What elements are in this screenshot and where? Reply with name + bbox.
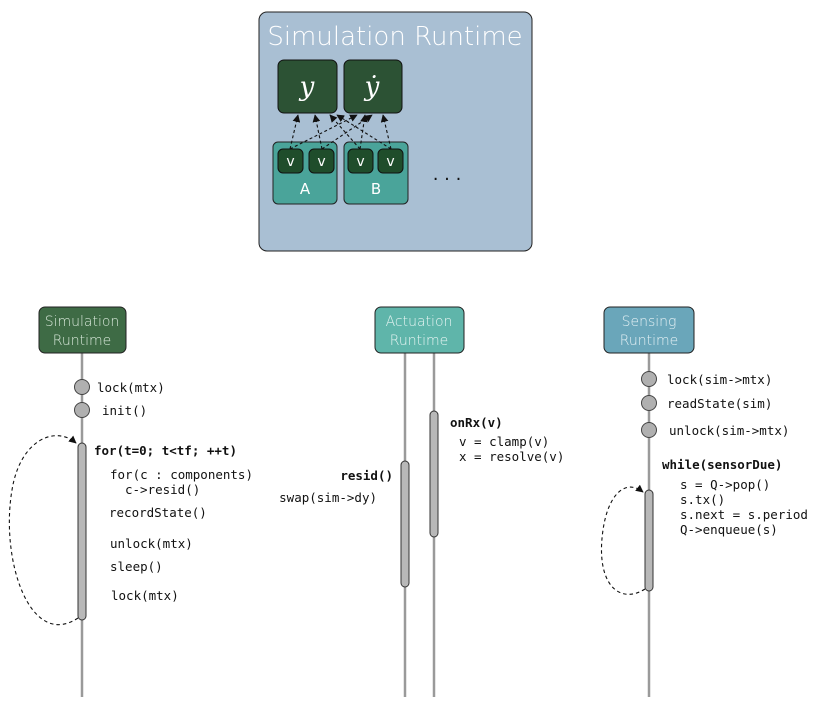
state-y-label: y	[299, 72, 315, 102]
sensing-runtime-header: Sensing Runtime	[603, 306, 695, 354]
sense-read-node	[641, 395, 657, 411]
sim-body-line-6: lock(mtx)	[111, 588, 179, 603]
simulation-header-line-2: Runtime	[53, 333, 111, 349]
sensing-header-line-2: Runtime	[620, 333, 678, 349]
sim-body-line-4: unlock(mtx)	[110, 536, 193, 551]
component-a-box: v v A	[272, 141, 338, 205]
component-b-box: v v B	[343, 141, 409, 205]
sim-body-line-1: for(c : components)	[110, 467, 253, 482]
resid-body-line-1: swap(sim->dy)	[279, 490, 377, 505]
sense-lock-node	[641, 371, 657, 387]
sense-body-line-4: Q->enqueue(s)	[680, 522, 778, 537]
sense-unlock-label: unlock(sim->mtx)	[669, 423, 789, 438]
more-components-ellipsis: . . .	[433, 164, 462, 185]
state-y-box: y	[277, 59, 338, 114]
var-to-state-arrows	[289, 114, 392, 150]
sim-body-line-2: c->resid()	[125, 482, 200, 497]
sim-init-node	[74, 402, 90, 418]
simulation-runtime-panel: Simulation Runtime y ẏ v v A v v B	[258, 11, 533, 252]
component-b-label: B	[371, 180, 381, 198]
sense-loop-header: while(sensorDue)	[662, 457, 782, 472]
sim-loop-arrow	[8, 435, 79, 626]
sense-loop-arrow	[601, 484, 646, 595]
sense-unlock-node	[641, 422, 657, 438]
sensing-header-line-1: Sensing	[622, 314, 677, 330]
component-a-var-1-label: v	[286, 154, 294, 170]
component-a-var-2-label: v	[317, 154, 325, 170]
component-b-var-1-label: v	[356, 154, 364, 170]
panel-title: Simulation Runtime	[267, 22, 522, 52]
sim-body-line-3: recordState()	[109, 505, 207, 520]
state-ydot-box: ẏ	[343, 59, 403, 114]
onrx-body-line-1: v = clamp(v)	[459, 434, 549, 449]
simulation-lane: Simulation Runtime lock(mtx) init() for(…	[8, 306, 253, 697]
resid-activation	[400, 460, 410, 588]
sim-init-label: init()	[102, 403, 147, 418]
sense-loop-activation	[644, 489, 654, 592]
sim-loop-header: for(t=0; t<tf; ++t)	[94, 443, 237, 458]
sim-lock-label: lock(mtx)	[97, 380, 165, 395]
state-ydot-label: ẏ	[364, 72, 380, 102]
component-b-var-2-label: v	[386, 154, 394, 170]
actuation-runtime-header: Actuation Runtime	[374, 306, 465, 354]
sim-loop-activation	[77, 442, 87, 621]
actuation-header-line-2: Runtime	[390, 333, 448, 349]
simulation-header-line-1: Simulation	[45, 314, 120, 330]
actuation-lane: Actuation Runtime onRx(v) v = clamp(v) x…	[279, 306, 564, 697]
sense-body-line-3: s.next = s.period	[680, 507, 808, 522]
onrx-header: onRx(v)	[450, 415, 503, 430]
sense-body-line-1: s = Q->pop()	[680, 477, 770, 492]
sense-read-label: readState(sim)	[667, 396, 772, 411]
sim-lock-node	[74, 379, 90, 395]
onrx-body-line-2: x = resolve(v)	[459, 449, 564, 464]
resid-header: resid()	[340, 468, 393, 483]
sense-lock-label: lock(sim->mtx)	[667, 372, 772, 387]
sim-body-line-5: sleep()	[110, 559, 163, 574]
actuation-header-line-1: Actuation	[386, 314, 453, 330]
sense-body-line-2: s.tx()	[680, 492, 725, 507]
onrx-activation	[429, 410, 439, 538]
simulation-runtime-header: Simulation Runtime	[38, 306, 127, 354]
sensing-lane: Sensing Runtime lock(sim->mtx) readState…	[601, 306, 808, 697]
component-a-label: A	[300, 180, 311, 198]
